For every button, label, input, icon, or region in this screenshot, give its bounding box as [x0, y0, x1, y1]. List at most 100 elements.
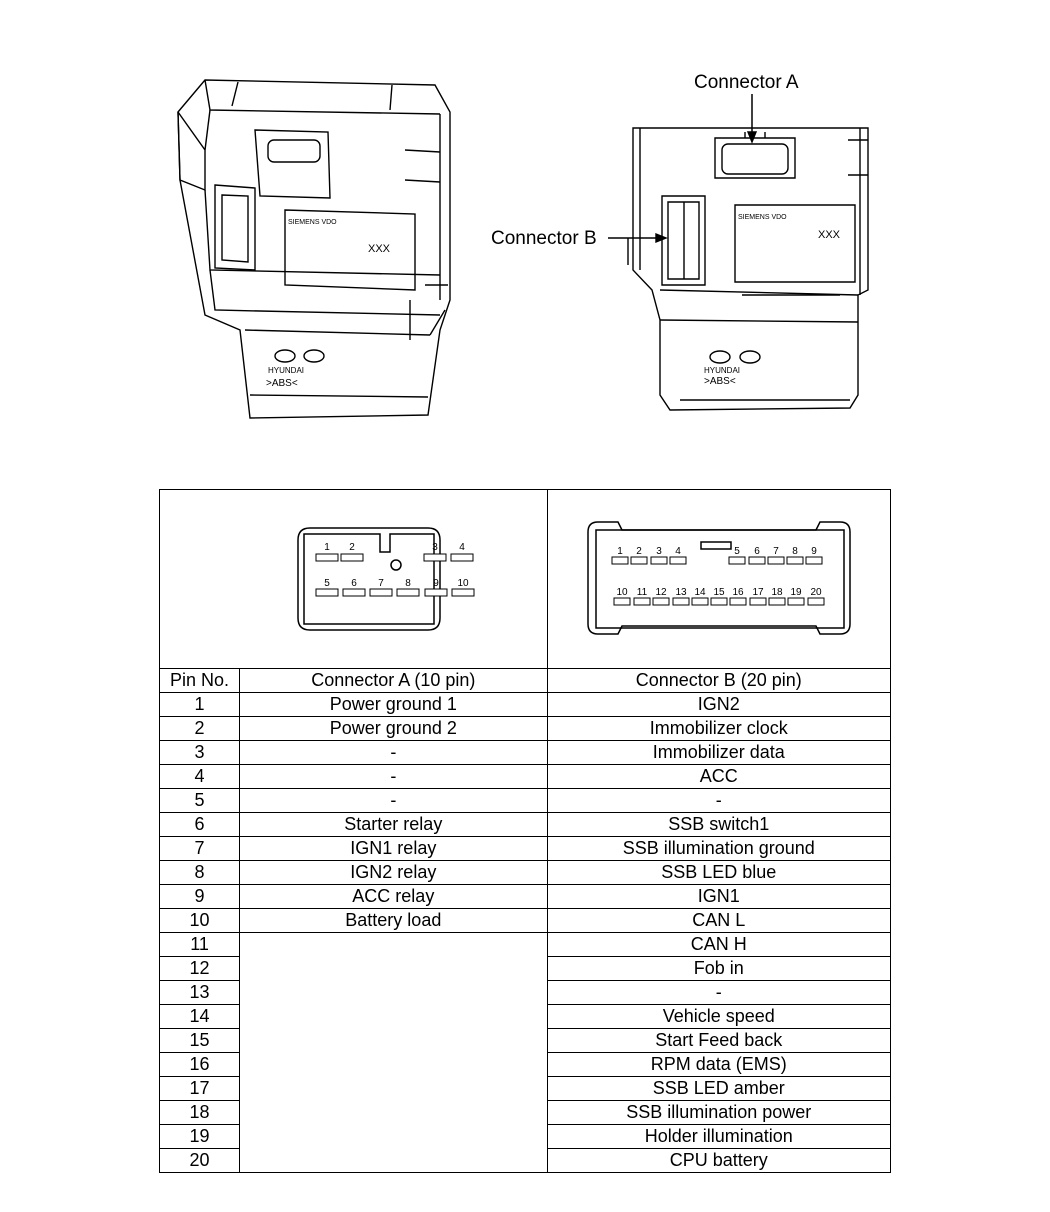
- connector-a-pin-label: 3: [432, 542, 438, 553]
- pin-number-cell: 15: [158, 1028, 241, 1053]
- connector-b-cell: SSB LED blue: [546, 860, 892, 885]
- connector-b-pin-slot: [767, 556, 785, 565]
- pin-number-cell: 14: [158, 1004, 241, 1029]
- right-code-text: XXX: [818, 229, 841, 241]
- connector-a-pin-label: 4: [459, 542, 465, 553]
- connector-b-cell: ACC: [546, 764, 892, 789]
- connector-b-cell: IGN1: [546, 884, 892, 909]
- connector-b-cell: RPM data (EMS): [546, 1052, 892, 1077]
- connector-b-cell: Vehicle speed: [546, 1004, 892, 1029]
- connector-b-cell: CAN L: [546, 908, 892, 933]
- pin-number-cell: 1: [158, 692, 241, 717]
- connector-b-header: Connector B (20 pin): [546, 668, 892, 693]
- connector-b-pin-slot: [786, 556, 804, 565]
- connector-b-cell: Immobilizer data: [546, 740, 892, 765]
- connector-a-cell: IGN2 relay: [239, 860, 548, 885]
- connector-a-pin-label: 6: [351, 578, 357, 589]
- connector-a-cell: -: [239, 740, 548, 765]
- table-row: 16 RPM data (EMS): [158, 1052, 892, 1077]
- connector-a-pin-slot: [340, 553, 364, 562]
- connector-b-pin-slot: [728, 556, 746, 565]
- pin-number-cell: 12: [158, 956, 241, 981]
- table-row: 19 Holder illumination: [158, 1124, 892, 1149]
- pin-number-cell: 9: [158, 884, 241, 909]
- connector-b-pin-slot: [748, 556, 766, 565]
- connector-b-cell: SSB switch1: [546, 812, 892, 837]
- connector-b-pin-label: 3: [656, 546, 662, 557]
- connector-a-pin-slot: [369, 588, 393, 597]
- connector-b-pin-label: 11: [636, 587, 647, 598]
- connector-b-cell: Holder illumination: [546, 1124, 892, 1149]
- connector-a-pin-label: 2: [349, 542, 355, 553]
- connector-b-pin-slot: [672, 597, 690, 606]
- pin-number-cell: 10: [158, 908, 241, 933]
- connector-b-pin-label: 20: [810, 587, 822, 598]
- pin-number-cell: 11: [158, 932, 241, 957]
- connector-b-cell: Fob in: [546, 956, 892, 981]
- connector-b-pin-slot: [613, 597, 631, 606]
- connector-b-pin-slot: [611, 556, 629, 565]
- connector-b-pin-label: 1: [617, 546, 623, 557]
- connector-b-pin-label: 13: [675, 587, 687, 598]
- right-maker-text: SIEMENS VDO: [738, 214, 787, 221]
- connector-b-pin-slot: [805, 556, 823, 565]
- connector-b-pin-slot: [650, 556, 668, 565]
- connector-b-pin-slot: [630, 556, 648, 565]
- table-row: 4-ACC: [158, 764, 892, 789]
- connector-b-pin-slot: [729, 597, 747, 606]
- pin-number-cell: 6: [158, 812, 241, 837]
- pin-number-cell: 18: [158, 1100, 241, 1125]
- unit-illustrations: HYUNDAI >ABS< SIEMENS VDO XXX HYUNDAI >A…: [177, 79, 869, 419]
- connector-b-pin-slot: [669, 556, 687, 565]
- connector-b-cell: -: [546, 788, 892, 813]
- connector-a-header: Connector A (10 pin): [239, 668, 548, 693]
- table-row: 11 CAN H: [158, 932, 892, 1173]
- table-header-row: Pin No.Connector A (10 pin)Connector B (…: [158, 668, 892, 693]
- connector-b-pin-label: 8: [792, 546, 798, 557]
- connector-b-cell: IGN2: [546, 692, 892, 717]
- table-row: 14 Vehicle speed: [158, 1004, 892, 1029]
- connector-a-pin-label: 7: [378, 578, 384, 589]
- pin-number-cell: 7: [158, 836, 241, 861]
- connector-a-pin-slot: [423, 553, 447, 562]
- connector-a-pin-label: 10: [457, 578, 469, 589]
- pin-number-cell: 20: [158, 1148, 241, 1173]
- connector-b-pin-slot: [633, 597, 651, 606]
- connector-b-cell: Immobilizer clock: [546, 716, 892, 741]
- pin-number-cell: 8: [158, 860, 241, 885]
- connector-a-pin-slot: [424, 588, 448, 597]
- connector-a-cell: -: [239, 764, 548, 789]
- pin-number-cell: 5: [158, 788, 241, 813]
- unit-left-perspective: [177, 79, 451, 419]
- pin-number-cell: 19: [158, 1124, 241, 1149]
- connector-b-callout: Connector B: [491, 228, 597, 249]
- connector-b-pin-label: 16: [732, 587, 744, 598]
- connector-b-pin-label: 14: [694, 587, 706, 598]
- connector-b-pin-label: 18: [771, 587, 783, 598]
- connector-a-pin-slot: [396, 588, 420, 597]
- connector-b-cell: Start Feed back: [546, 1028, 892, 1053]
- pin-number-cell: 4: [158, 764, 241, 789]
- connector-a-pin-slot: [451, 588, 475, 597]
- connector-b-cell: SSB LED amber: [546, 1076, 892, 1101]
- connector-a-cell: Power ground 2: [239, 716, 548, 741]
- pin-number-cell: 16: [158, 1052, 241, 1077]
- connector-b-pin-label: 10: [616, 587, 628, 598]
- connector-b-pin-slot: [691, 597, 709, 606]
- connector-a-cell: IGN1 relay: [239, 836, 548, 861]
- connector-b-cell: CAN H: [546, 932, 892, 957]
- connector-a-pin-slot: [315, 553, 339, 562]
- pin-number-cell: 2: [158, 716, 241, 741]
- connector-b-pin-label: 15: [713, 587, 725, 598]
- connector-a-pin-label: 9: [433, 578, 439, 589]
